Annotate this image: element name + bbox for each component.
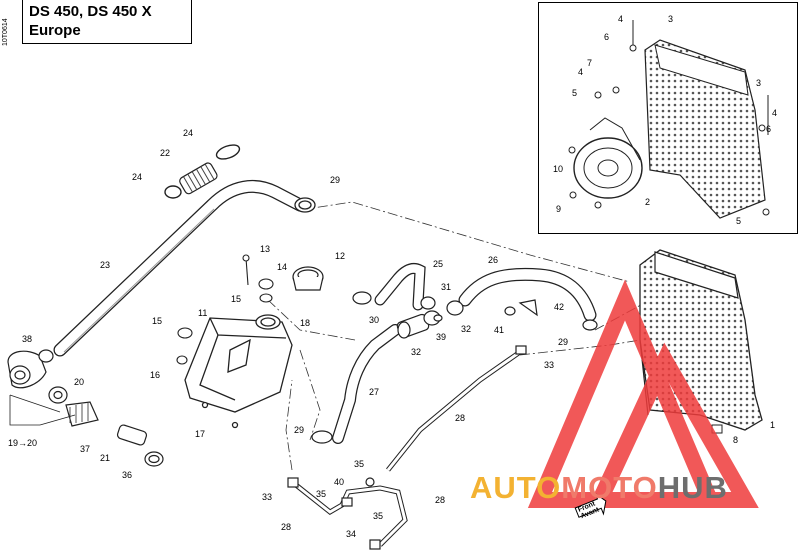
callout-29-3: 29: [558, 337, 568, 347]
region-line: Europe: [29, 22, 81, 39]
callout-28-3: 28: [281, 522, 291, 532]
callout-29-1: 29: [330, 175, 340, 185]
inset-frame: [538, 2, 798, 234]
connectors-mid: [287, 291, 598, 550]
callout-41-1: 41: [494, 325, 504, 335]
callout-13-1: 13: [260, 244, 270, 254]
hose-27: [332, 324, 401, 444]
callout-1-1: 1: [770, 420, 775, 430]
clamp-29-top: [294, 197, 316, 213]
callout-38-1: 38: [22, 334, 32, 344]
callout-21-1: 21: [100, 453, 110, 463]
callout-6-1: 6: [604, 32, 609, 42]
callout-37-1: 37: [80, 444, 90, 454]
callout-4-1: 4: [618, 14, 623, 24]
callout-4-2: 4: [578, 67, 583, 77]
callout-6-2: 6: [766, 124, 771, 134]
callout-33-1: 33: [544, 360, 554, 370]
callout-11-1: 11: [198, 308, 207, 318]
callout-22-1: 22: [160, 148, 170, 158]
watermark-triangle: [527, 279, 759, 508]
callout-8-1: 8: [733, 435, 738, 445]
callout-31-1: 31: [441, 282, 451, 292]
watermark-auto: AUTO: [470, 470, 562, 505]
callout-16-1: 16: [150, 370, 160, 380]
model-title-box: DS 450, DS 450 X Europe: [22, 0, 192, 44]
callout-28-1: 28: [455, 413, 465, 423]
callout-19-20-1: 19→20: [8, 438, 37, 448]
callout-18-1: 18: [300, 318, 310, 328]
callout-7-1: 7: [587, 58, 592, 68]
front-arrow-icon: Front Avant: [574, 492, 607, 520]
inset-fan-assembly: [568, 20, 770, 219]
model-line: DS 450, DS 450 X: [29, 3, 152, 20]
callout-35-2: 35: [316, 489, 326, 499]
callout-14-1: 14: [277, 262, 287, 272]
callout-32-2: 32: [461, 324, 471, 334]
callout-35-3: 35: [373, 511, 383, 521]
callout-29-2: 29: [294, 425, 304, 435]
callout-25-1: 25: [433, 259, 443, 269]
callout-36-1: 36: [122, 470, 132, 480]
hose-22: [179, 162, 218, 195]
clamp-24: [164, 144, 241, 199]
callout-40-1: 40: [334, 477, 344, 487]
callout-15-1: 15: [231, 294, 241, 304]
callout-42-1: 42: [554, 302, 564, 312]
reservoir-cap-12: [292, 266, 324, 291]
callout-15-2: 15: [152, 316, 162, 326]
callout-39-1: 39: [436, 332, 446, 342]
callout-9-1: 9: [556, 204, 561, 214]
watermark-hub: HUB: [657, 470, 728, 505]
callout-28-2: 28: [435, 495, 445, 505]
callout-33-2: 33: [262, 492, 272, 502]
callout-10-1: 10: [553, 164, 563, 174]
callout-32-1: 32: [411, 347, 421, 357]
callout-26-1: 26: [488, 255, 498, 265]
hose-28: [294, 349, 522, 547]
callout-4-3: 4: [772, 108, 777, 118]
watermark-moto: MOTO: [561, 470, 658, 505]
watermark-logo: AUTOMOTOHUB: [470, 470, 800, 510]
hose-26: [458, 267, 597, 322]
diagram-code: 10T0614: [2, 18, 9, 46]
radiator-1: [639, 249, 763, 434]
callout-17-1: 17: [195, 429, 205, 439]
screw-13-grommet-14: [176, 254, 274, 365]
callout-3-2: 3: [756, 78, 761, 88]
callout-5-2: 5: [736, 216, 741, 226]
callout-labels: 123344455667891011121314151516171819→202…: [8, 14, 777, 539]
callout-34-1: 34: [346, 529, 356, 539]
callout-12-1: 12: [335, 251, 345, 261]
callout-35-1: 35: [354, 459, 364, 469]
routing-lines: [267, 201, 651, 471]
housing-assembly-left: [7, 349, 164, 467]
callout-5-1: 5: [572, 88, 577, 98]
callout-23-1: 23: [100, 260, 110, 270]
callout-24-1: 24: [183, 128, 193, 138]
callout-30-1: 30: [369, 315, 379, 325]
callout-3-1: 3: [668, 14, 673, 24]
hose-23: [53, 179, 307, 357]
callout-27-1: 27: [369, 387, 379, 397]
callout-24-2: 24: [132, 172, 142, 182]
hose-25: [374, 262, 426, 311]
callout-20-1: 20: [74, 377, 84, 387]
bracket-19-20: [9, 394, 76, 426]
callout-2-1: 2: [645, 197, 650, 207]
coolant-reservoir-11: [184, 314, 293, 429]
